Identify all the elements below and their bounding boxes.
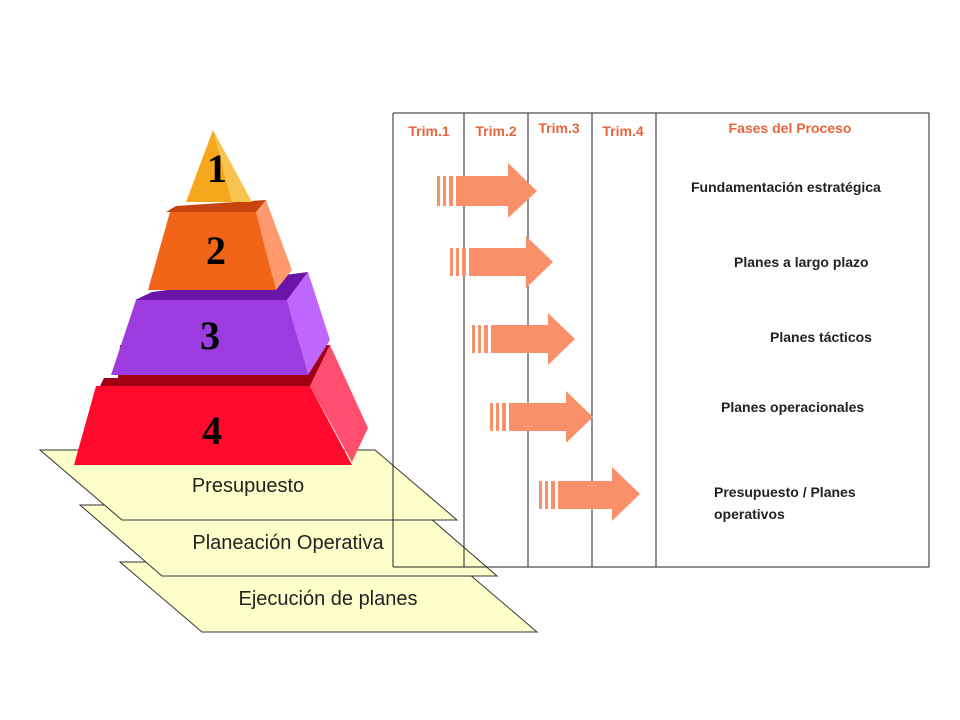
pyramid: 1 2 3 4 (74, 130, 368, 465)
level-3-number: 3 (200, 313, 220, 358)
slab-ejecucion-label: Ejecución de planes (238, 588, 417, 610)
level-4-side (310, 345, 368, 462)
level-1-front (186, 130, 232, 202)
phase-label: Planes a largo plazo (734, 254, 869, 270)
level-2-front (148, 212, 276, 290)
slab-planeacion-label: Planeación Operativa (192, 532, 384, 554)
header-fases: Fases del Proceso (729, 120, 852, 136)
phase-label: Fundamentación estratégica (691, 179, 881, 195)
phase-label-line2: operativos (714, 506, 785, 522)
level-4-number: 4 (202, 408, 222, 453)
slab-ejecucion: Ejecución de planes (118, 561, 539, 633)
level-2-top (166, 200, 266, 212)
level-1-number: 1 (207, 146, 227, 191)
level-1-side (213, 130, 252, 202)
arrow-2 (450, 236, 553, 288)
phase-label: Planes operacionales (721, 399, 864, 415)
slab-presupuesto: Presupuesto (38, 449, 459, 521)
header-trim-3: Trim.3 (538, 120, 579, 136)
level-3-front (111, 300, 308, 375)
arrow-5 (539, 467, 640, 521)
header-trim-1: Trim.1 (408, 123, 449, 139)
arrow-4 (490, 391, 593, 443)
phase-label: Presupuesto / Planes (714, 484, 856, 500)
header-trim-4: Trim.4 (602, 123, 643, 139)
slab-presupuesto-label: Presupuesto (192, 475, 304, 497)
level-3-side (287, 272, 330, 375)
arrow-1 (437, 163, 537, 218)
level-4-front (74, 386, 352, 465)
level-2-number: 2 (206, 228, 226, 273)
phase-label: Planes tácticos (770, 329, 872, 345)
level-2-side (256, 200, 292, 290)
header-trim-2: Trim.2 (475, 123, 516, 139)
arrow-3 (472, 313, 575, 365)
